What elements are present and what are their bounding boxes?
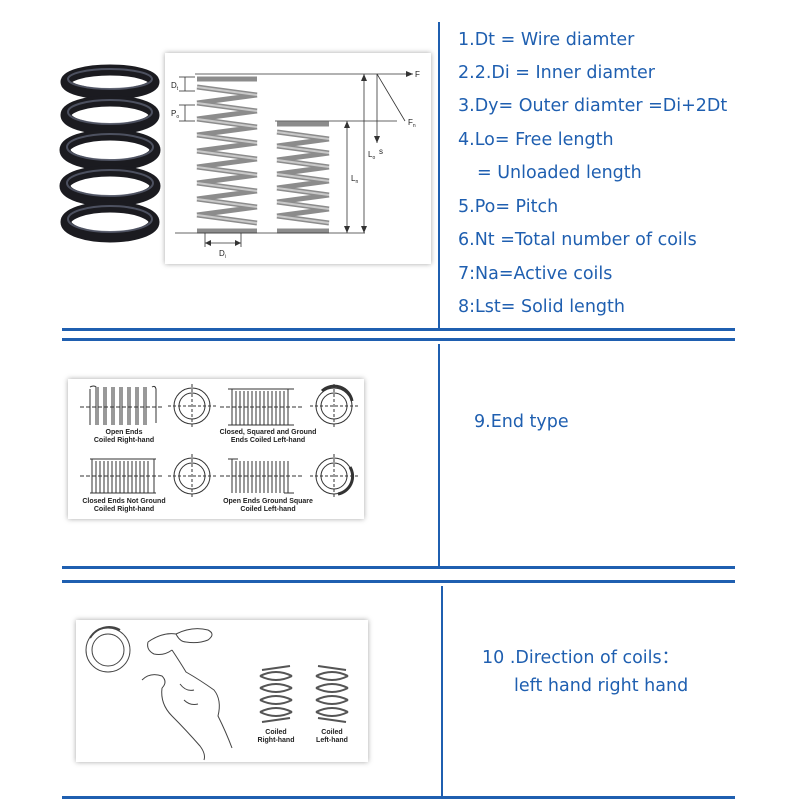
svg-text:Left-hand: Left-hand: [316, 737, 348, 744]
column-divider-3: [441, 586, 443, 796]
param-pitch: 5.Po= Pitch: [458, 197, 559, 217]
section-divider-3: [62, 566, 735, 569]
section-divider-5: [62, 796, 735, 799]
column-divider-2: [438, 344, 440, 566]
param-outer-diameter: 3.Dy= Outer diamter =Di+2Dt: [458, 96, 728, 116]
svg-text:Right-hand: Right-hand: [258, 737, 295, 744]
svg-text:Fn: Fn: [408, 118, 416, 129]
coil-direction-diagram: Coiled Right-hand Coiled Left-hand: [76, 620, 368, 762]
column-divider-1: [438, 22, 440, 328]
section-divider-4: [62, 580, 735, 583]
svg-text:Lo: Lo: [368, 150, 375, 161]
end-type-label: 9.End type: [474, 412, 569, 432]
svg-text:Open Ends: Open Ends: [106, 429, 143, 436]
spring-dimension-diagram: Dt Po Di Lo Ln F Fn s: [165, 53, 431, 264]
svg-text:s: s: [379, 147, 383, 156]
direction-of-coils-label: 10 .Direction of coils：: [482, 648, 680, 668]
svg-text:Open Ends Ground Square: Open Ends Ground Square: [223, 498, 313, 505]
svg-text:Ends Coiled Left-hand: Ends Coiled Left-hand: [231, 437, 305, 444]
svg-text:Closed Ends Not Ground: Closed Ends Not Ground: [82, 498, 165, 505]
hand-direction-label: left hand right hand: [514, 676, 689, 696]
svg-text:Dt: Dt: [171, 81, 179, 92]
end-type-diagram: Open Ends Coiled Right-hand Closed, Squa…: [68, 379, 364, 519]
param-inner-diameter: 2.2.Di = Inner diamter: [458, 63, 655, 83]
svg-text:F: F: [415, 70, 420, 79]
svg-text:Coiled Left-hand: Coiled Left-hand: [240, 506, 295, 513]
svg-text:Coiled Right-hand: Coiled Right-hand: [94, 437, 154, 444]
section-divider-2: [62, 338, 735, 341]
black-spring-image: [59, 64, 161, 243]
svg-text:Coiled: Coiled: [321, 729, 342, 736]
svg-text:Di: Di: [219, 249, 226, 260]
param-total-coils: 6.Nt =Total number of coils: [458, 230, 697, 250]
param-wire-diameter: 1.Dt = Wire diamter: [458, 30, 635, 50]
param-solid-length: 8:Lst= Solid length: [458, 297, 625, 317]
svg-text:Coiled: Coiled: [265, 729, 286, 736]
svg-text:Coiled Right-hand: Coiled Right-hand: [94, 506, 154, 513]
section-divider-1: [62, 328, 735, 331]
param-unloaded-length: = Unloaded length: [477, 163, 642, 183]
svg-text:Closed, Squared and Ground: Closed, Squared and Ground: [220, 429, 317, 436]
param-active-coils: 7:Na=Active coils: [458, 264, 613, 284]
svg-text:Ln: Ln: [351, 174, 358, 185]
param-free-length: 4.Lo= Free length: [458, 130, 614, 150]
svg-text:Po: Po: [171, 109, 179, 120]
